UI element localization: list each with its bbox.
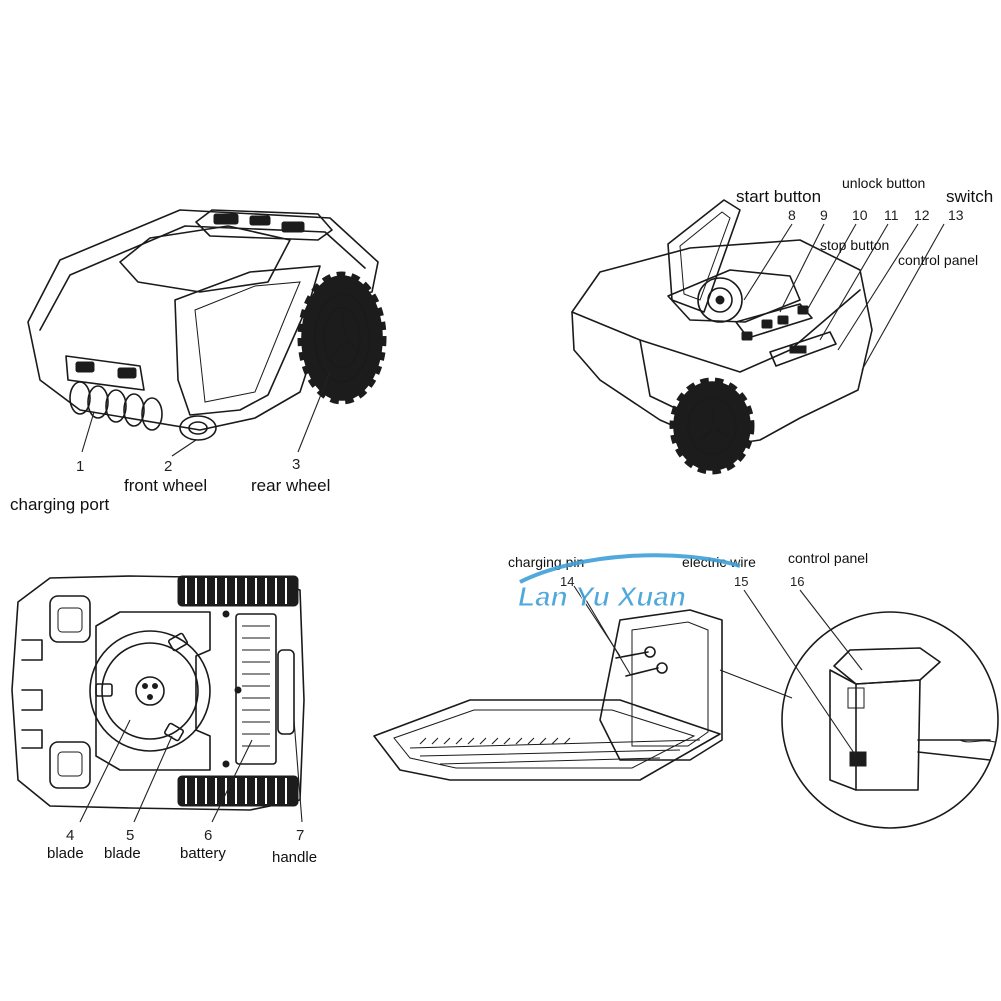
label-blade-5: blade [104,845,141,862]
label-handle: handle [272,849,317,866]
watermark-text: Lan Yu Xuan [518,581,686,612]
label-switch: switch [946,187,993,206]
callout-num-4: 4 [66,827,74,844]
callout-num-5: 5 [126,827,134,844]
callout-num-8: 8 [788,207,796,223]
callout-num-10: 10 [852,207,868,223]
label-rear-wheel: rear wheel [251,476,330,495]
mower-front-view [27,209,387,457]
callout-num-15: 15 [734,574,748,589]
mower-open-lid-view [571,199,945,475]
label-battery: battery [180,845,226,862]
callout-num-14: 14 [560,574,574,589]
callout-num-13: 13 [948,207,964,223]
callout-num-9: 9 [820,207,828,223]
callout-num-6: 6 [204,827,212,844]
callout-num-3: 3 [292,456,300,473]
charging-station-view [373,585,999,829]
watermark-logo: Lan Yu Xuan [518,553,741,613]
label-start-button: start button [736,187,821,206]
callout-num-2: 2 [164,458,172,475]
callout-num-12: 12 [914,207,930,223]
label-unlock-button: unlock button [842,175,925,191]
label-control-panel-station: control panel [788,550,868,566]
label-charging-port: charging port [10,495,110,514]
callout-num-1: 1 [76,458,84,475]
mower-bottom-view [11,575,305,823]
label-stop-button: stop button [820,237,889,253]
callout-num-7: 7 [296,827,304,844]
label-blade-4: blade [47,845,84,862]
label-control-panel-top: control panel [898,252,978,268]
label-front-wheel: front wheel [124,476,207,495]
callout-num-11: 11 [884,207,899,223]
callout-num-16: 16 [790,574,804,589]
